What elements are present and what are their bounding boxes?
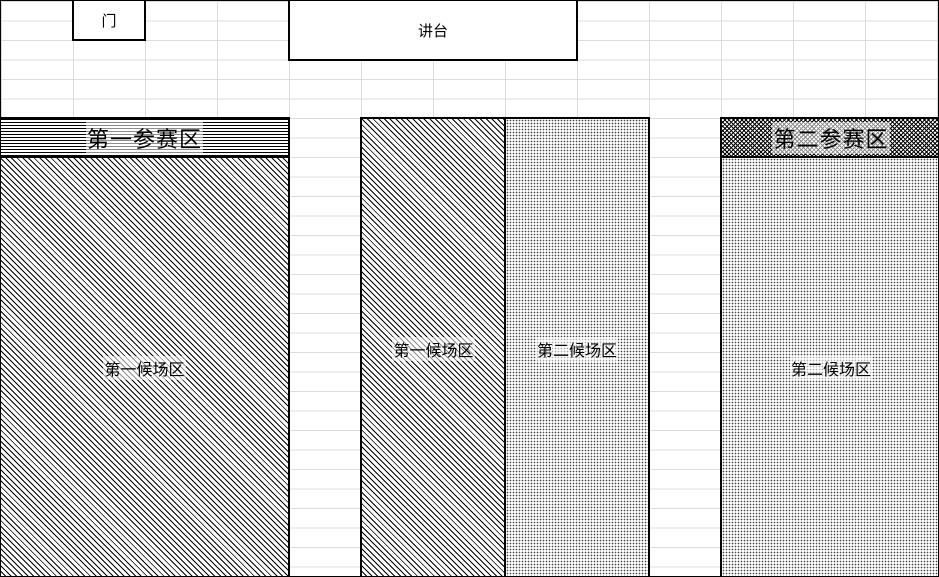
middle-left-waiting-label: 第一候场区 xyxy=(392,336,475,361)
middle-right-waiting-area: 第二候场区 xyxy=(504,117,650,576)
zone-two-waiting-label: 第二候场区 xyxy=(789,356,872,380)
middle-right-waiting-label: 第二候场区 xyxy=(535,336,618,361)
zone-one-waiting-label: 第一候场区 xyxy=(103,356,186,380)
zone-one-waiting-area: 第一候场区 xyxy=(1,156,290,576)
zone-two-header-label: 第二参赛区 xyxy=(772,121,890,154)
podium-box: 讲台 xyxy=(288,1,578,61)
zone-two-waiting-area: 第二候场区 xyxy=(720,156,938,576)
zone-one-header: 第一参赛区 xyxy=(1,117,290,158)
door-label: 门 xyxy=(101,11,117,30)
middle-left-waiting-area: 第一候场区 xyxy=(360,117,507,576)
zone-one-header-label: 第一参赛区 xyxy=(85,121,203,154)
door-box: 门 xyxy=(72,1,146,41)
zone-two-header: 第二参赛区 xyxy=(720,117,938,158)
podium-label: 讲台 xyxy=(417,21,448,40)
